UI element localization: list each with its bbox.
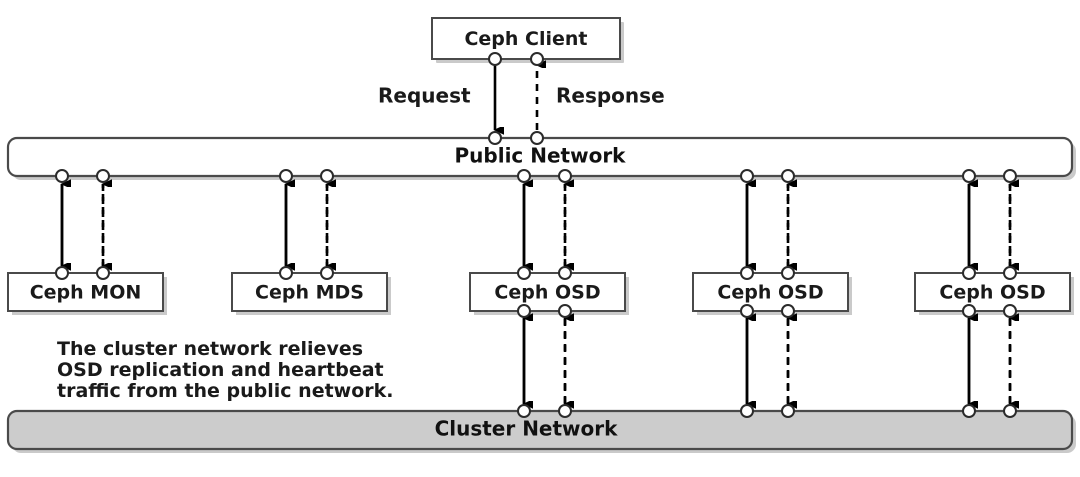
node-ceph-client[interactable]: Ceph Client bbox=[431, 17, 621, 60]
ceph-mds-label: Ceph MDS bbox=[255, 282, 364, 304]
node-ceph-mon[interactable]: Ceph MON bbox=[7, 272, 164, 312]
cluster-osd-links bbox=[524, 318, 1010, 404]
node-ceph-osd-2[interactable]: Ceph OSD bbox=[692, 272, 849, 312]
note-line-2: OSD replication and heartbeat bbox=[57, 359, 384, 381]
request-label: Request bbox=[378, 84, 471, 108]
client-public-links bbox=[495, 59, 537, 130]
ceph-osd-3-label: Ceph OSD bbox=[939, 282, 1045, 304]
cluster-network-bar[interactable]: Cluster Network bbox=[6, 409, 1074, 451]
node-ceph-osd-3[interactable]: Ceph OSD bbox=[914, 272, 1071, 312]
ceph-mon-label: Ceph MON bbox=[30, 282, 142, 304]
ceph-osd-1-label: Ceph OSD bbox=[494, 282, 600, 304]
note-line-1: The cluster network relieves bbox=[57, 338, 363, 360]
cluster-network-label: Cluster Network bbox=[435, 417, 619, 441]
public-network-label: Public Network bbox=[455, 144, 627, 168]
response-label: Response bbox=[556, 84, 665, 108]
ceph-client-label: Ceph Client bbox=[464, 28, 587, 50]
public-daemon-links bbox=[62, 184, 1010, 266]
node-ceph-mds[interactable]: Ceph MDS bbox=[231, 272, 388, 312]
note-line-3: traffic from the public network. bbox=[57, 380, 394, 402]
connection-ports bbox=[55, 52, 1017, 418]
cluster-network-note: The cluster network relieves OSD replica… bbox=[57, 338, 394, 402]
ceph-osd-2-label: Ceph OSD bbox=[717, 282, 823, 304]
node-ceph-osd-1[interactable]: Ceph OSD bbox=[469, 272, 626, 312]
